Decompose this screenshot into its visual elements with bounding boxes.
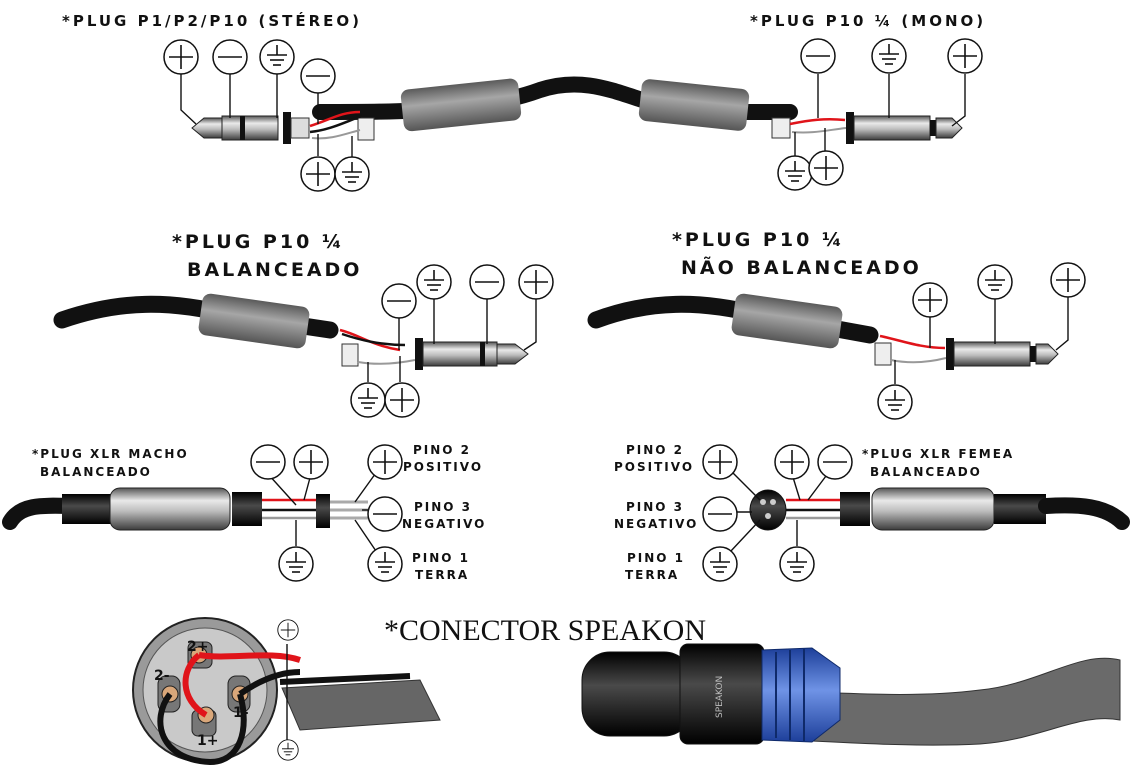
- xlr-female-ground-icon: [779, 546, 815, 582]
- mono-sleeve-ground-icon: [871, 38, 907, 74]
- speakon-ground-icon: [277, 739, 299, 761]
- speakon-positive-icon: [277, 619, 299, 641]
- xlr-female-ground-label: TERRA: [625, 568, 679, 582]
- mono-tip-positive-icon: [947, 38, 983, 74]
- balanced-terminal-ground-icon: [350, 382, 386, 418]
- xlr-female-pin3-label: PINO 3: [626, 500, 684, 514]
- xlr-female-negative-icon: [817, 444, 853, 480]
- speakon: *CONECTOR SPEAKON 2+ 2- 1+ 1- SPEAKON: [132, 614, 1121, 766]
- speakon-pin-1plus: 1+: [197, 733, 218, 749]
- balanced-tip-positive-icon: [518, 264, 554, 300]
- cable-boot-right: [638, 79, 750, 131]
- balanced-title-line2: BALANCEADO: [187, 259, 362, 281]
- speakon-pin-1minus: 1-: [233, 705, 249, 721]
- xlr-female: PINO 2 POSITIVO PINO 3 NEGATIVO PINO 1 T…: [614, 443, 1130, 582]
- xlr-female-title-line2: BALANCEADO: [870, 465, 982, 479]
- xlr-male-pin1-ground-icon: [367, 546, 403, 582]
- xlr-female-title-line1: *PLUG XLR FEMEA: [862, 447, 1014, 461]
- balanced-sleeve-ground-icon: [416, 264, 452, 300]
- xlr-male-positive-icon: [293, 444, 329, 480]
- mono-terminal-ground-icon: [777, 155, 813, 191]
- unbalanced-terminal-positive-icon: [912, 282, 948, 318]
- mono-plug: [771, 112, 963, 144]
- xlr-female-pin3-negative-icon: [702, 496, 738, 532]
- xlr-male-title-line2: BALANCEADO: [40, 465, 152, 479]
- stereo-terminal-negative-icon: [300, 58, 336, 94]
- speakon-brand-label: SPEAKON: [715, 676, 725, 718]
- xlr-male-negative-icon: [250, 444, 286, 480]
- balanced-terminal-negative-icon: [381, 283, 417, 319]
- stereo-terminal-positive-icon: [300, 156, 336, 192]
- xlr-female-pin2-label: PINO 2: [626, 443, 684, 457]
- xlr-male: *PLUG XLR MACHO BALANCEADO PINO 2 POSITI…: [2, 443, 486, 582]
- mono-terminal-positive-icon: [808, 150, 844, 186]
- unbalanced-p10: *PLUG P10 ¼ NÃO BALANCEADO: [587, 229, 1086, 420]
- stereo-mono-cable: *PLUG P1/P2/P10 (STÉREO) *PLUG P10 ¼ (MO…: [62, 11, 986, 192]
- xlr-female-positive-label: POSITIVO: [614, 460, 694, 474]
- balanced-ring-negative-icon: [469, 264, 505, 300]
- xlr-male-pin2-label: PINO 2: [413, 443, 471, 457]
- unbalanced-terminal-ground-icon: [877, 384, 913, 420]
- xlr-female-pin1-ground-icon: [702, 546, 738, 582]
- unbalanced-sleeve-ground-icon: [977, 264, 1013, 300]
- speakon-pin-2plus: 2+: [187, 639, 208, 655]
- stereo-sleeve-ground-icon: [259, 39, 295, 75]
- xlr-male-pin3-label: PINO 3: [414, 500, 472, 514]
- xlr-male-positive-label: POSITIVO: [403, 460, 483, 474]
- cable-boot-left: [400, 78, 522, 132]
- mono-plug-title: *PLUG P10 ¼ (MONO): [750, 12, 986, 30]
- stereo-ring-negative-icon: [212, 39, 248, 75]
- xlr-female-pin2-positive-icon: [702, 444, 738, 480]
- speakon-pin-2minus: 2-: [154, 668, 170, 684]
- xlr-male-pin3-negative-icon: [367, 496, 403, 532]
- speakon-title: *CONECTOR SPEAKON: [384, 614, 706, 647]
- xlr-male-title-line1: *PLUG XLR MACHO: [32, 447, 189, 461]
- stereo-plug-title: *PLUG P1/P2/P10 (STÉREO): [62, 11, 362, 30]
- stereo-plug: [191, 110, 375, 144]
- balanced-p10: *PLUG P10 ¼ BALANCEADO: [53, 231, 554, 418]
- xlr-male-negative-label: NEGATIVO: [402, 517, 486, 531]
- unbalanced-title-line2: NÃO BALANCEADO: [681, 255, 922, 279]
- unbalanced-title-line1: *PLUG P10 ¼: [672, 229, 845, 251]
- stereo-tip-positive-icon: [163, 39, 199, 75]
- stereo-terminal-ground-icon: [334, 156, 370, 192]
- xlr-male-pin1-label: PINO 1: [412, 551, 470, 565]
- mono-terminal-negative-icon: [800, 38, 836, 74]
- xlr-male-ground-icon: [278, 546, 314, 582]
- xlr-female-negative-label: NEGATIVO: [614, 517, 698, 531]
- balanced-title-line1: *PLUG P10 ¼: [172, 231, 345, 253]
- unbalanced-tip-positive-icon: [1050, 262, 1086, 298]
- xlr-male-ground-label: TERRA: [415, 568, 469, 582]
- balanced-terminal-positive-icon: [384, 382, 420, 418]
- xlr-male-pin2-positive-icon: [367, 444, 403, 480]
- xlr-female-pin1-label: PINO 1: [627, 551, 685, 565]
- xlr-female-positive-icon: [774, 444, 810, 480]
